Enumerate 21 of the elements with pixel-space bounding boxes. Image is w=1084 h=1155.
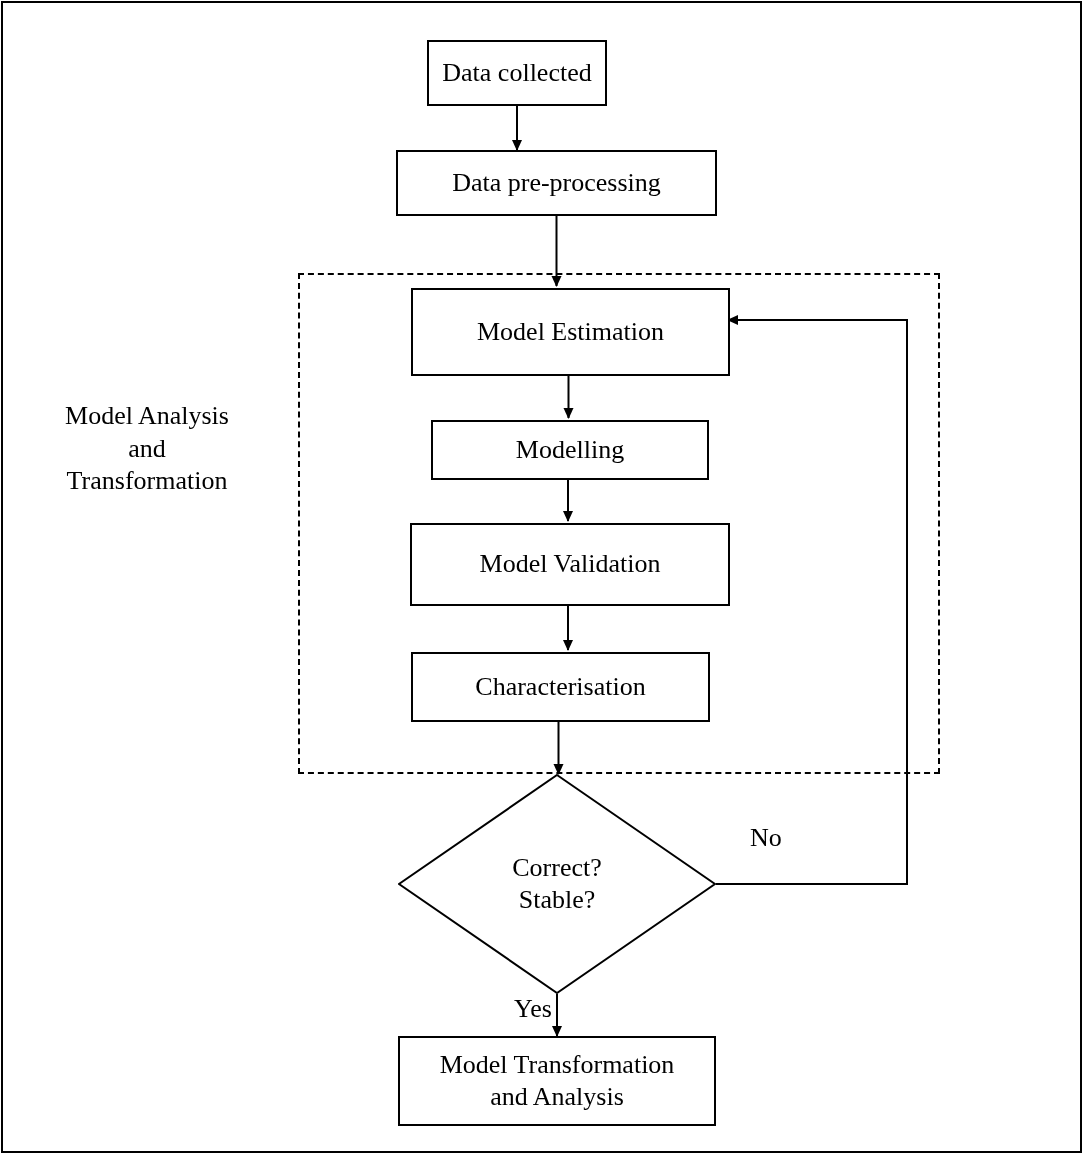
- step-label: Model Estimation: [476, 315, 664, 348]
- step-label: Data pre-processing: [452, 166, 661, 199]
- decision-diamond: [398, 774, 716, 994]
- process-box: [398, 1036, 716, 1126]
- step-label: Modelling: [515, 433, 625, 466]
- process-box: [431, 420, 709, 480]
- step-label: Model Validation: [479, 548, 661, 581]
- process-box: [396, 150, 717, 216]
- process-box: [410, 523, 730, 606]
- process-box: [411, 652, 710, 722]
- arrow: [715, 315, 908, 885]
- arrow: [512, 105, 522, 151]
- arrow: [552, 993, 562, 1037]
- arrow: [551, 215, 562, 287]
- group-label: Model Analysis and Transformation: [64, 400, 230, 497]
- process-box: [427, 40, 607, 106]
- decision-label: Correct? Stable?: [511, 851, 603, 916]
- step-label: Characterisation: [475, 670, 646, 703]
- process-box: [411, 288, 730, 376]
- step-label: Model Transformation and Analysis: [438, 1048, 676, 1113]
- step-label: Data collected: [442, 56, 592, 89]
